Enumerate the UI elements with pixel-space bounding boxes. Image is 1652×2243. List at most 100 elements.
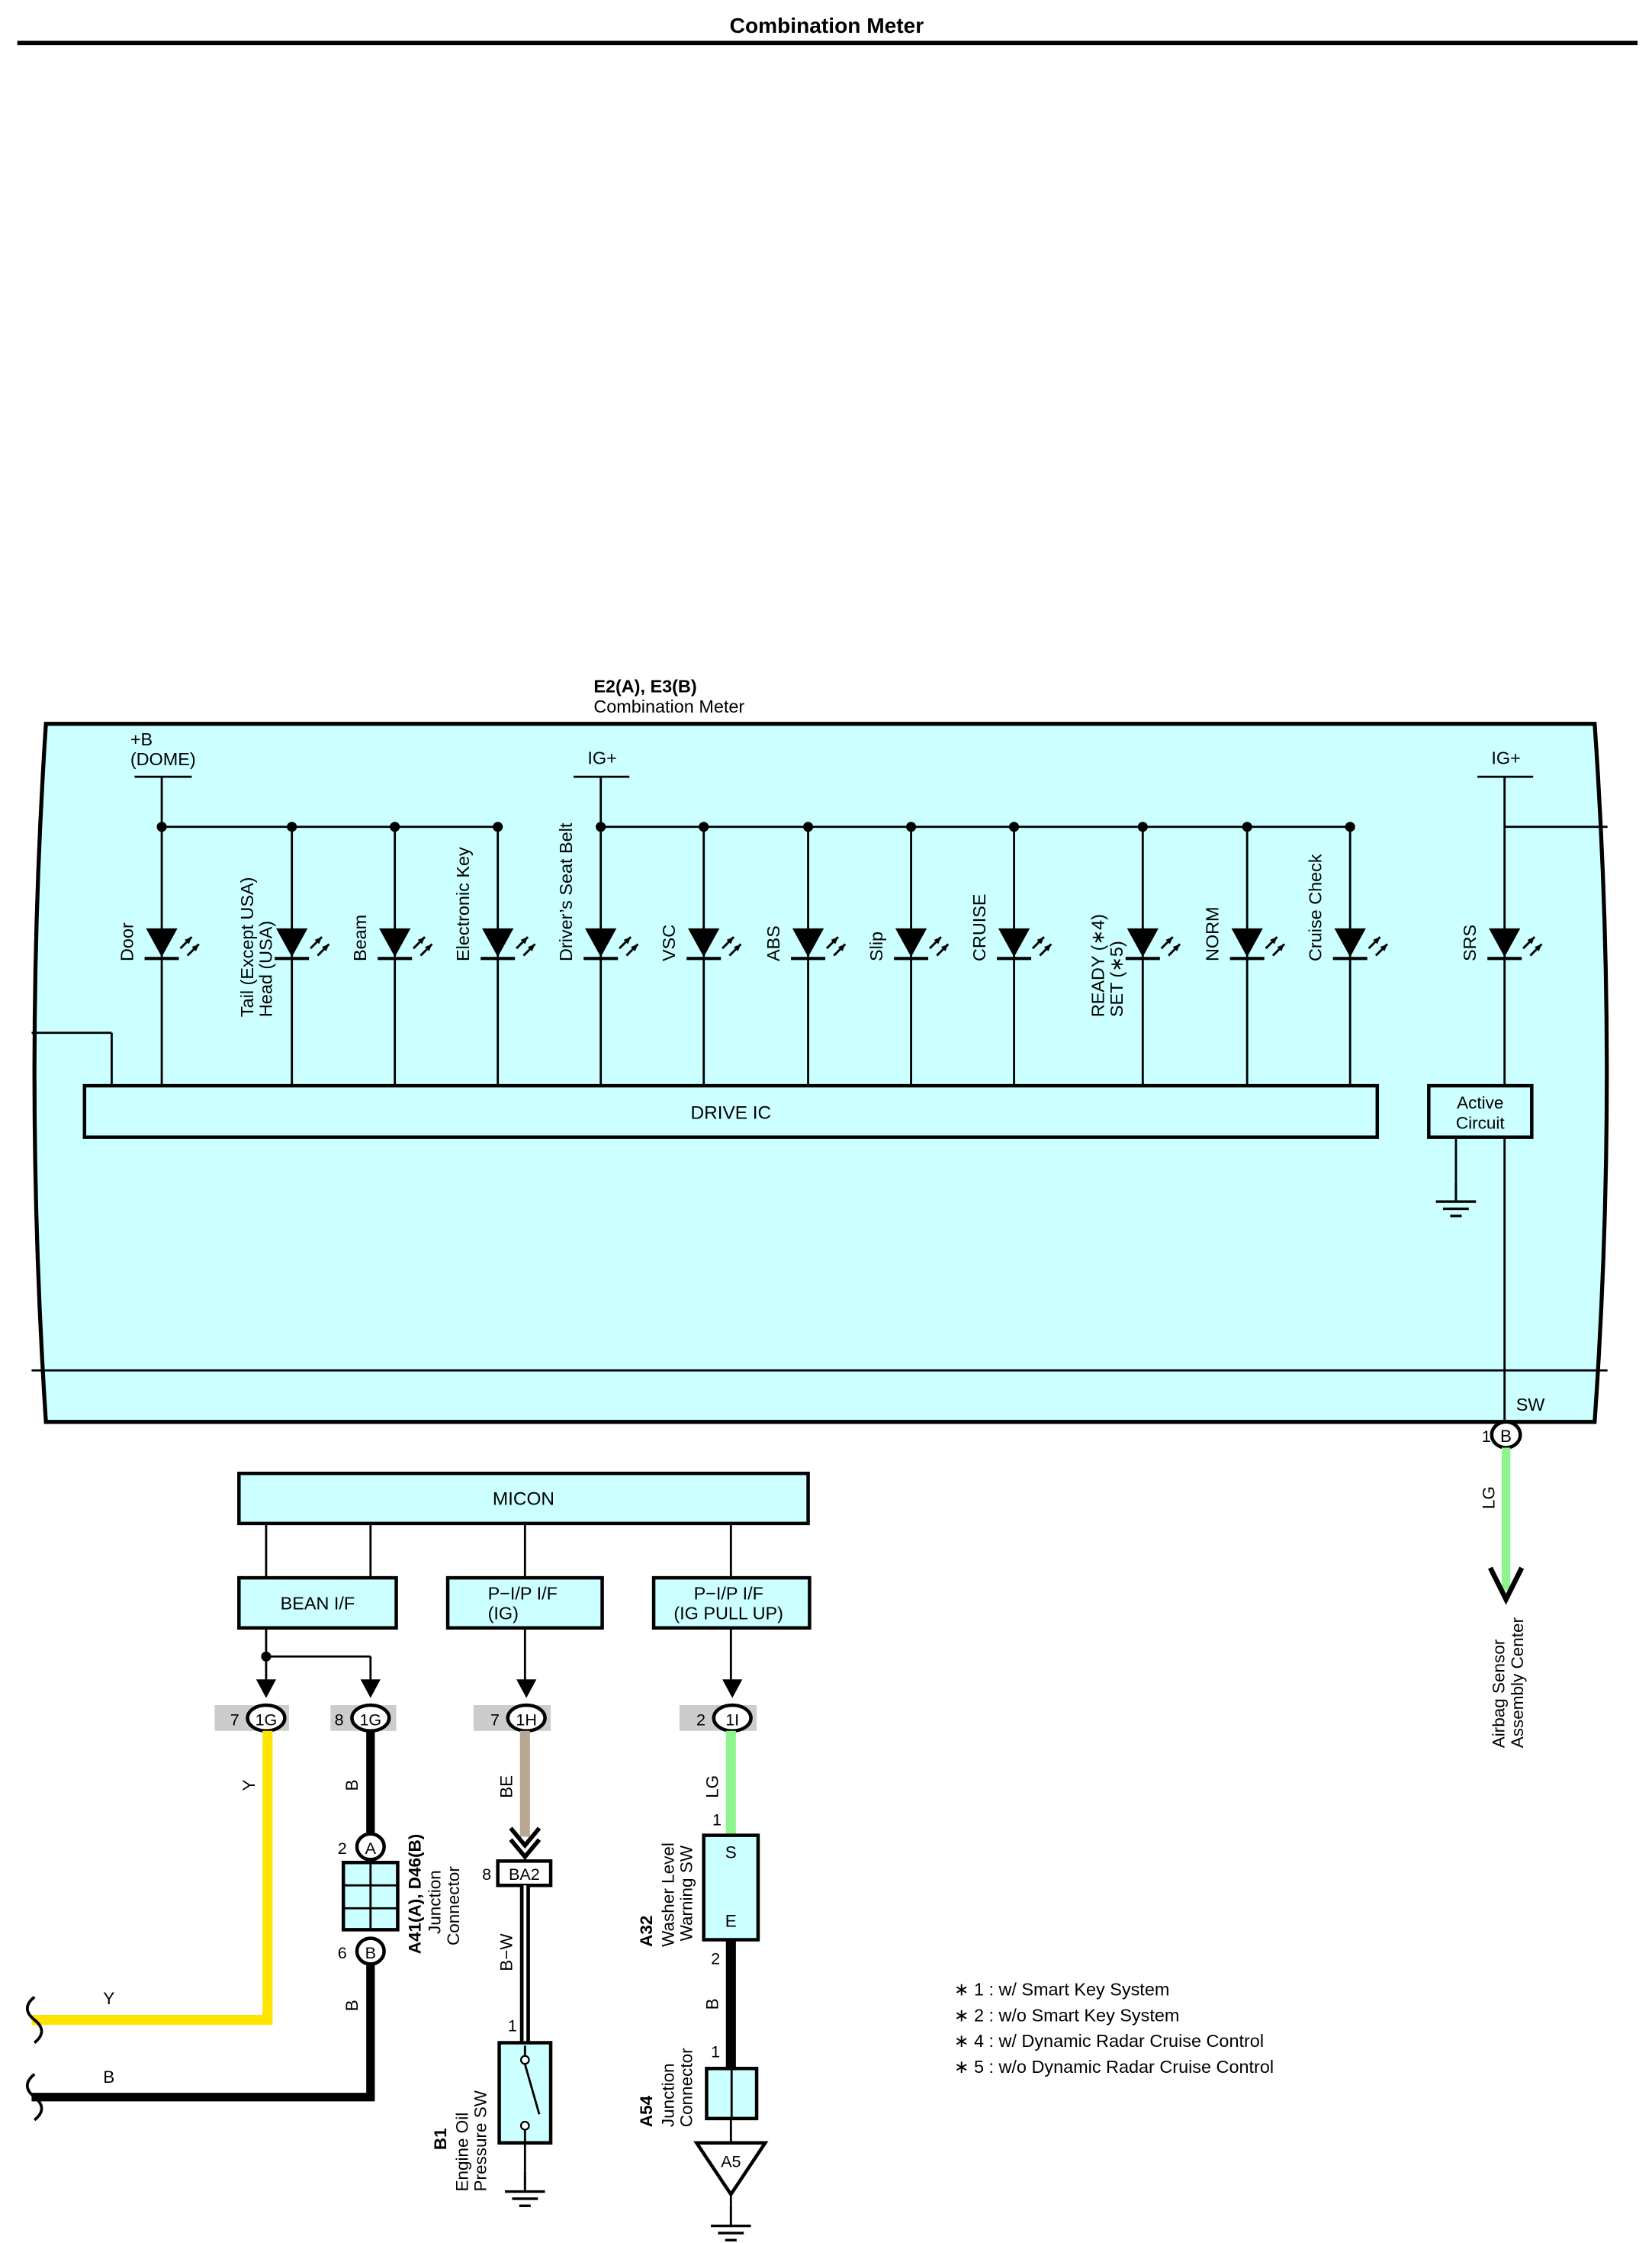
pip-ig-line2: (IG) xyxy=(488,1604,519,1624)
lg-top-label: LG xyxy=(1480,1486,1499,1509)
led-diode-icon-8 xyxy=(998,928,1030,957)
a32-pin-bot: 2 xyxy=(711,1949,720,1968)
led-ray-head-b-5 xyxy=(734,944,741,951)
led-label-3-0: Electronic Key xyxy=(453,847,473,961)
pin-number-2: 7 xyxy=(490,1710,500,1729)
b1-switch-contact-bot xyxy=(519,2120,530,2131)
be-wire-label: BE xyxy=(497,1775,516,1798)
led-ray-head-b-0 xyxy=(191,944,199,951)
led-ray-head-a-11 xyxy=(1373,937,1380,945)
led-diode-icon-12 xyxy=(1489,928,1521,957)
led-ray-head-b-1 xyxy=(322,944,329,951)
a41-connector-top xyxy=(355,1832,386,1862)
a32-terminal-e: E xyxy=(725,1912,737,1931)
ba2-connector xyxy=(496,1859,553,1887)
bus-junction-6 xyxy=(803,822,814,832)
led-ray-head-b-11 xyxy=(1380,944,1387,951)
led-ray-head-a-4 xyxy=(623,937,632,945)
led-diode-icon-6 xyxy=(792,928,824,957)
a41-code: A41(A), D46(B) xyxy=(405,1834,424,1955)
a32-name-line1: Washer Level xyxy=(658,1842,677,1947)
sw-label: SW xyxy=(1516,1395,1546,1414)
footnote-3: ∗ 5 : w/o Dynamic Radar Cruise Control xyxy=(954,2057,1274,2077)
led-ray-head-a-9 xyxy=(1165,937,1173,945)
b1-name-line1: Engine Oil xyxy=(452,2113,471,2192)
led-ray-head-a-6 xyxy=(831,937,838,945)
led-label-9-1: SET (∗5) xyxy=(1107,941,1127,1017)
a41-pin-top-number: 2 xyxy=(338,1839,347,1858)
pin-connector-label-1: 1G xyxy=(359,1710,381,1729)
bus-junction-9 xyxy=(1137,822,1148,832)
active-circuit-box xyxy=(1427,1083,1534,1139)
ba2-arrow-icon-1 xyxy=(509,1826,542,1849)
bean-if-label: BEAN I/F xyxy=(281,1593,355,1613)
bean-if-box xyxy=(237,1575,398,1630)
a32-code: A32 xyxy=(637,1916,656,1947)
drive-ic-box xyxy=(82,1083,1380,1139)
led-ray-head-a-0 xyxy=(185,937,192,945)
bus-junction-5 xyxy=(699,822,709,832)
a54-name-line2: Connector xyxy=(677,2048,696,2127)
led-ray-head-b-7 xyxy=(940,944,949,951)
a32-pin-top: 1 xyxy=(712,1810,722,1829)
b1-pin-number: 1 xyxy=(508,2016,517,2035)
y-wire xyxy=(31,1730,273,2026)
b-bottom-label: B xyxy=(103,2068,114,2087)
led-ray-head-a-5 xyxy=(726,937,734,945)
b1-switch-blade-icon xyxy=(523,2064,541,2115)
bus-junction-7 xyxy=(906,822,917,832)
led-ray-head-b-4 xyxy=(631,944,638,951)
pin-connector-label-2: 1H xyxy=(516,1710,537,1729)
led-label-8-0: CRUISE xyxy=(969,894,989,962)
led-label-9-0: READY (∗4) xyxy=(1088,914,1108,1017)
led-label-6-0: ABS xyxy=(763,925,783,961)
led-diode-icon-5 xyxy=(688,928,720,957)
led-ray-head-b-10 xyxy=(1277,944,1284,951)
micon-label: MICON xyxy=(493,1489,554,1510)
pin-arrow-icon-0 xyxy=(256,1679,277,1698)
meter-name: Combination Meter xyxy=(593,697,744,716)
led-diode-icon-3 xyxy=(482,928,514,957)
pin-connector-label-3: 1I xyxy=(725,1710,739,1729)
pin-connector-label-0: 1G xyxy=(256,1710,278,1729)
combination-meter-panel xyxy=(32,722,1609,1424)
drive-ic-label: DRIVE IC xyxy=(691,1102,772,1123)
led-ray-head-b-9 xyxy=(1172,944,1181,951)
pin-arrow-icon-3 xyxy=(722,1679,743,1698)
ba2-label: BA2 xyxy=(509,1865,540,1884)
bus-junction-0 xyxy=(156,822,167,832)
active-circuit-line2: Circuit xyxy=(1456,1113,1506,1132)
ba2-arrow-icon-2 xyxy=(509,1838,542,1861)
a41-pin-bot-number: 6 xyxy=(338,1943,347,1962)
led-diode-icon-10 xyxy=(1231,928,1263,957)
lg-wire-label: LG xyxy=(702,1775,722,1798)
pip-ig-box xyxy=(445,1575,604,1630)
airbag-arrow-icon xyxy=(1488,1566,1525,1605)
led-ray-head-a-3 xyxy=(520,937,529,945)
led-label-1-1: Head (USA) xyxy=(256,921,275,1017)
a54-pin-number: 1 xyxy=(711,2042,720,2061)
bus-junction-3 xyxy=(493,822,503,832)
led-label-2-0: Beam xyxy=(350,915,370,961)
micon-box xyxy=(237,1472,810,1526)
b1-code: B1 xyxy=(431,2128,450,2150)
a5-ground-label: A5 xyxy=(721,2152,741,2171)
bus-junction-1 xyxy=(287,822,297,832)
led-ray-head-a-1 xyxy=(314,937,323,945)
bus-junction-2 xyxy=(390,822,400,832)
y-wire-break-icon xyxy=(25,1996,43,2044)
led-ray-head-a-7 xyxy=(934,937,941,945)
dome-label-line2: (DOME) xyxy=(130,749,196,769)
y-wire-label: Y xyxy=(239,1779,259,1791)
meter-code: E2(A), E3(B) xyxy=(593,677,696,697)
led-diode-icon-9 xyxy=(1127,928,1159,957)
led-ray-head-b-2 xyxy=(425,944,432,951)
bus-junction-4 xyxy=(596,822,606,832)
led-ray-head-b-3 xyxy=(528,944,535,951)
a5-ground-icon xyxy=(709,2204,753,2241)
active-circuit-line1: Active xyxy=(1457,1093,1503,1112)
b1-name-line2: Pressure SW xyxy=(471,2090,490,2191)
